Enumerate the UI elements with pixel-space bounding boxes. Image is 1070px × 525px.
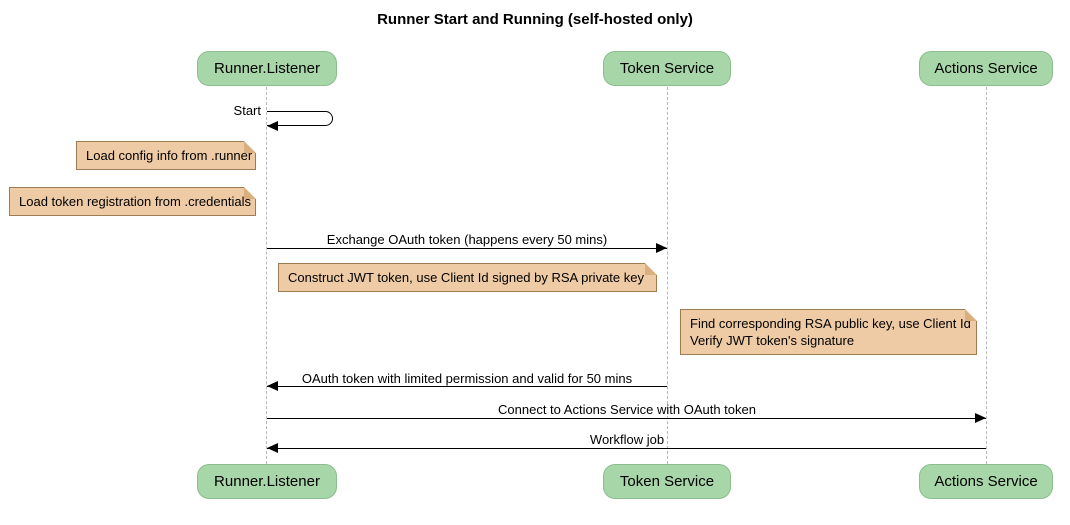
participant-label: Runner.Listener: [214, 473, 320, 490]
message-exchange-oauth-line: [267, 248, 667, 249]
participant-label: Token Service: [619, 60, 715, 77]
arrowhead-right-icon: [975, 413, 986, 423]
participant-bottom-token-service: Token Service: [603, 464, 731, 499]
note-text: Load token registration from .credential…: [19, 194, 251, 209]
arrowhead-left-icon: [267, 381, 278, 391]
participant-label: Token Service: [619, 473, 715, 490]
diagram-title: Runner Start and Running (self-hosted on…: [377, 11, 693, 28]
note-text: Load config info from .runner: [86, 148, 253, 163]
lifeline-token-service: [667, 87, 668, 464]
lifeline-runner-listener: [266, 87, 267, 464]
note-text: Construct JWT token, use Client Id signe…: [288, 270, 644, 285]
message-oauth-return-label: OAuth token with limited permission and …: [301, 371, 633, 386]
message-connect-label: Connect to Actions Service with OAuth to…: [498, 402, 756, 417]
participant-bottom-runner-listener: Runner.Listener: [197, 464, 337, 499]
participant-label: Actions Service: [934, 60, 1038, 77]
note-text-line1: Find corresponding RSA public key, use C…: [690, 316, 971, 331]
message-exchange-oauth-label: Exchange OAuth token (happens every 50 m…: [326, 232, 608, 247]
participant-label: Actions Service: [934, 473, 1038, 490]
participant-top-token-service: Token Service: [603, 51, 731, 86]
participant-top-runner-listener: Runner.Listener: [197, 51, 337, 86]
message-start-self-loop: [267, 111, 333, 126]
arrowhead-left-icon: [267, 121, 278, 131]
note-text-line2: Verify JWT token's signature: [690, 333, 855, 348]
note-load-token-registration: Load token registration from .credential…: [9, 187, 256, 216]
message-connect-line: [267, 418, 986, 419]
participant-label: Runner.Listener: [214, 60, 320, 77]
message-workflow-job-label: Workflow job: [589, 432, 665, 447]
lifeline-actions-service: [986, 87, 987, 464]
note-construct-jwt: Construct JWT token, use Client Id signe…: [278, 263, 657, 292]
message-oauth-return-line: [267, 386, 667, 387]
participant-top-actions-service: Actions Service: [919, 51, 1053, 86]
message-workflow-job-line: [267, 448, 986, 449]
arrowhead-right-icon: [656, 243, 667, 253]
note-verify-jwt: Find corresponding RSA public key, use C…: [680, 309, 977, 355]
participant-bottom-actions-service: Actions Service: [919, 464, 1053, 499]
message-start-label: Start: [233, 103, 261, 118]
arrowhead-left-icon: [267, 443, 278, 453]
note-load-config: Load config info from .runner: [76, 141, 256, 170]
